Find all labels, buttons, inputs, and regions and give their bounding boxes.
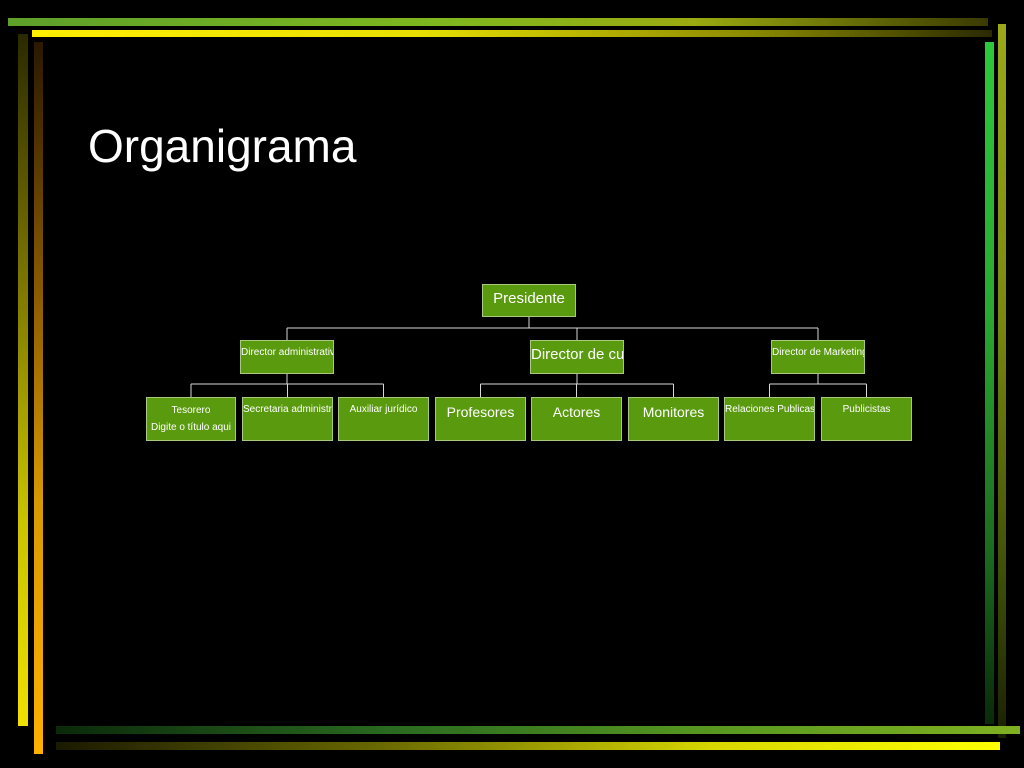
right-olive-stripe bbox=[998, 24, 1006, 738]
top-green-stripe bbox=[8, 18, 988, 26]
org-node-director-administrativo: Director administrativo bbox=[240, 340, 334, 374]
org-node-label: Director administrativo bbox=[241, 347, 334, 358]
org-node-label: Monitores bbox=[642, 404, 705, 420]
right-green-stripe bbox=[985, 42, 994, 724]
org-node-publicistas: Publicistas bbox=[821, 397, 912, 441]
org-node-label: Presidente bbox=[493, 290, 565, 307]
bottom-yellow-stripe bbox=[56, 742, 1000, 750]
org-node-tesorero: Tesorero Digite o título aqui bbox=[146, 397, 236, 441]
left-olive-stripe bbox=[18, 34, 28, 726]
org-node-label: Profesores bbox=[446, 404, 515, 420]
org-node-actores: Actores bbox=[531, 397, 622, 441]
left-orange-stripe bbox=[34, 42, 43, 754]
org-node-director-de-marketing: Director de Marketing bbox=[771, 340, 865, 374]
slide-title: Organigrama bbox=[88, 120, 357, 172]
org-node-profesores: Profesores bbox=[435, 397, 526, 441]
org-node-monitores: Monitores bbox=[628, 397, 719, 441]
org-node-label: Secretaria administrativa bbox=[243, 404, 332, 415]
org-node-label: Director de Marketing bbox=[772, 347, 865, 358]
bottom-green-stripe bbox=[56, 726, 1020, 734]
top-yellow-stripe bbox=[32, 30, 992, 37]
org-node-presidente: Presidente bbox=[482, 284, 576, 317]
org-node-label: Digite o título aqui bbox=[150, 422, 232, 433]
org-node-auxiliar-juridico: Auxiliar jurídico bbox=[338, 397, 429, 441]
org-node-label: Publicistas bbox=[842, 404, 891, 415]
org-node-relaciones-publicas: Relaciones Publicas bbox=[724, 397, 815, 441]
org-node-label: Actores bbox=[552, 404, 601, 420]
org-node-label: Tesorero bbox=[171, 405, 211, 416]
org-node-director-de-cursos: Director de cursos bbox=[530, 340, 624, 374]
org-node-secretaria-administrativa: Secretaria administrativa bbox=[242, 397, 333, 441]
org-node-label: Relaciones Publicas bbox=[725, 404, 815, 415]
org-node-label: Auxiliar jurídico bbox=[349, 404, 418, 415]
org-node-label: Director de cursos bbox=[531, 346, 624, 363]
